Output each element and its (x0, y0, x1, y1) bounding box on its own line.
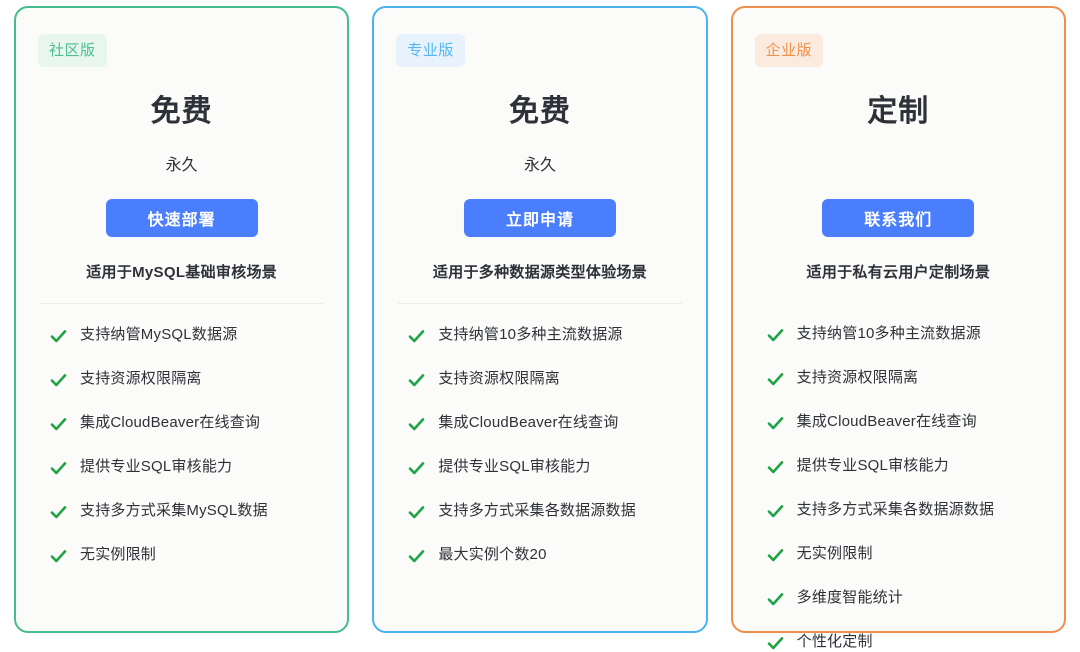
list-item: 提供专业SQL审核能力 (767, 457, 1042, 476)
plan-cta-enterprise[interactable]: 联系我们 (822, 199, 975, 237)
check-icon (409, 330, 425, 343)
plan-card-community[interactable]: 社区版 免费 永久 快速部署 适用于MySQL基础审核场景 支持纳管MySQL数… (14, 6, 350, 633)
plan-cta-community[interactable]: 快速部署 (105, 199, 258, 237)
check-icon (767, 417, 783, 430)
feature-label: 支持纳管MySQL数据源 (80, 326, 238, 343)
plan-badge-professional: 专业版 (396, 34, 465, 67)
list-item: 集成CloudBeaver在线查询 (408, 414, 683, 433)
check-icon (767, 549, 783, 562)
check-icon (50, 374, 67, 387)
check-icon (409, 550, 425, 563)
feature-label: 支持纳管10多种主流数据源 (438, 326, 623, 343)
plan-badge-community: 社区版 (38, 34, 107, 67)
list-item: 支持纳管10多种主流数据源 (767, 325, 1042, 344)
feature-label: 集成CloudBeaver在线查询 (80, 414, 261, 431)
list-item: 支持多方式采集各数据源数据 (767, 501, 1042, 520)
plan-header-enterprise: 定制 联系我们 适用于私有云用户定制场景 (755, 67, 1042, 282)
list-item: 多维度智能统计 (767, 589, 1042, 608)
feature-label: 支持多方式采集各数据源数据 (438, 502, 636, 519)
feature-label: 集成CloudBeaver在线查询 (438, 414, 619, 431)
list-item: 集成CloudBeaver在线查询 (767, 413, 1042, 432)
feature-label: 无实例限制 (80, 546, 157, 563)
plan-divider-professional (398, 303, 682, 304)
plan-cta-professional[interactable]: 立即申请 (463, 199, 616, 237)
feature-label: 无实例限制 (796, 545, 873, 562)
feature-label: 提供专业SQL审核能力 (438, 458, 591, 475)
feature-label: 提供专业SQL审核能力 (80, 458, 233, 475)
feature-list-community: 支持纳管MySQL数据源 支持资源权限隔离 集成CloudBeaver在线查询 … (38, 304, 325, 565)
check-icon (767, 593, 783, 606)
check-icon (409, 418, 425, 431)
plan-badge-enterprise: 企业版 (754, 34, 824, 67)
list-item: 无实例限制 (767, 545, 1042, 564)
feature-label: 多维度智能统计 (796, 589, 904, 606)
check-icon (50, 506, 67, 519)
list-item: 提供专业SQL审核能力 (50, 458, 325, 477)
check-icon (409, 506, 425, 519)
feature-label: 支持纳管10多种主流数据源 (796, 325, 981, 342)
feature-label: 支持多方式采集各数据源数据 (796, 501, 995, 518)
plan-description-community: 适用于MySQL基础审核场景 (86, 264, 278, 281)
plan-price-enterprise: 定制 (867, 95, 930, 128)
plan-period-professional: 永久 (523, 157, 556, 174)
plan-description-professional: 适用于多种数据源类型体验场景 (432, 264, 648, 281)
check-icon (50, 418, 67, 431)
list-item: 支持纳管10多种主流数据源 (408, 326, 683, 345)
plan-card-enterprise[interactable]: 企业版 定制 联系我们 适用于私有云用户定制场景 支持纳管10多种主流数据源 支… (730, 6, 1066, 650)
feature-label: 集成CloudBeaver在线查询 (796, 413, 977, 430)
feature-label: 支持资源权限隔离 (80, 370, 202, 387)
list-item: 提供专业SQL审核能力 (408, 458, 683, 477)
check-icon (767, 461, 783, 474)
list-item: 支持资源权限隔离 (50, 370, 325, 389)
check-icon (409, 374, 425, 387)
list-item: 支持资源权限隔离 (408, 370, 683, 389)
feature-label: 提供专业SQL审核能力 (796, 457, 949, 474)
plan-header-professional: 免费 永久 立即申请 适用于多种数据源类型体验场景 (396, 67, 683, 282)
feature-label: 支持资源权限隔离 (796, 369, 919, 386)
list-item: 支持多方式采集MySQL数据 (50, 502, 325, 521)
check-icon (767, 329, 783, 342)
plan-header-community: 免费 永久 快速部署 适用于MySQL基础审核场景 (38, 67, 325, 282)
list-item: 支持多方式采集各数据源数据 (408, 502, 683, 521)
plan-description-enterprise: 适用于私有云用户定制场景 (806, 264, 991, 281)
list-item: 无实例限制 (50, 546, 325, 565)
plan-period-enterprise (755, 157, 1042, 175)
plan-card-professional[interactable]: 专业版 免费 永久 立即申请 适用于多种数据源类型体验场景 支持纳管10多种主流… (372, 6, 708, 633)
feature-label: 个性化定制 (796, 633, 873, 650)
list-item: 支持资源权限隔离 (767, 369, 1042, 388)
check-icon (50, 462, 67, 475)
list-item: 集成CloudBeaver在线查询 (50, 414, 325, 433)
plan-period-community: 永久 (165, 157, 198, 174)
check-icon (767, 637, 783, 650)
check-icon (767, 373, 783, 386)
check-icon (767, 505, 783, 518)
check-icon (409, 462, 425, 475)
feature-list-enterprise: 支持纳管10多种主流数据源 支持资源权限隔离 集成CloudBeaver在线查询… (755, 303, 1042, 652)
plan-divider-community (40, 303, 324, 304)
feature-label: 支持资源权限隔离 (438, 370, 560, 387)
check-icon (50, 550, 67, 563)
plan-price-community: 免费 (150, 95, 213, 128)
feature-label: 支持多方式采集MySQL数据 (80, 502, 268, 519)
plan-price-professional: 免费 (508, 95, 571, 128)
list-item: 个性化定制 (767, 633, 1042, 652)
feature-list-professional: 支持纳管10多种主流数据源 支持资源权限隔离 集成CloudBeaver在线查询… (396, 304, 683, 565)
list-item: 支持纳管MySQL数据源 (50, 326, 325, 345)
feature-label: 最大实例个数20 (438, 546, 547, 563)
check-icon (50, 330, 67, 343)
list-item: 最大实例个数20 (408, 546, 683, 565)
